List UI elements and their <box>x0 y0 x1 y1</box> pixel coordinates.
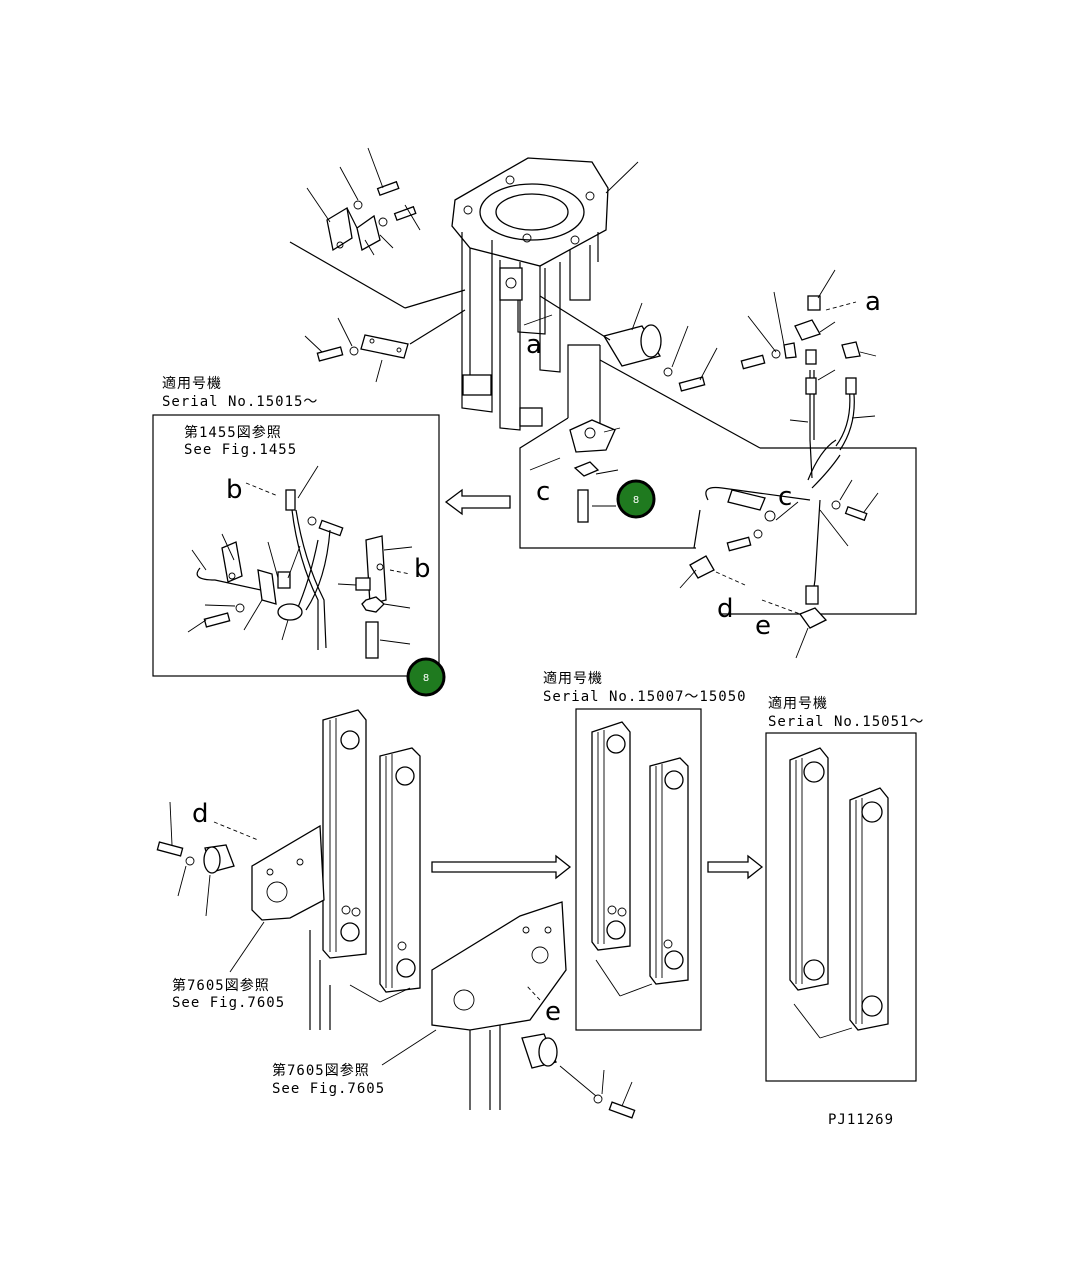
column-frame <box>451 157 609 431</box>
arrow-to-left-box <box>444 488 511 516</box>
serial-b-en: Serial No.15007～15050 <box>543 689 747 705</box>
serial-a-en: Serial No.15015～ <box>162 394 318 410</box>
callout-c-1: c <box>536 477 550 507</box>
hose-fittings: a <box>740 269 881 479</box>
callout-d-2: d <box>192 799 209 829</box>
upper-bracket <box>289 147 466 309</box>
middle-variant-box: 適用号機 Serial No.15007～15050 <box>543 670 764 1031</box>
badge-2: 8 <box>406 657 446 697</box>
ref-1455-jp: 第1455図参照 <box>184 424 282 441</box>
badge-1-text: 8 <box>633 495 639 506</box>
right-variant-box: 適用号機 Serial No.15051～ <box>765 695 924 1082</box>
callout-e-1: e <box>755 611 771 641</box>
ref-7605b-jp: 第7605図参照 <box>272 1062 370 1079</box>
detail-hydraulic: c d e <box>599 359 917 659</box>
callout-c-2: c <box>778 482 792 512</box>
callout-e-2: e <box>545 997 561 1027</box>
serial-a-jp: 適用号機 <box>162 375 222 392</box>
badge-2-text: 8 <box>423 673 429 684</box>
ref-1455-en: See Fig.1455 <box>184 442 297 458</box>
pivot-pin <box>539 295 718 392</box>
ref-7605b-en: See Fig.7605 <box>272 1081 385 1097</box>
small-plate <box>304 309 466 383</box>
callout-d-1: d <box>717 594 734 624</box>
callout-a-1: a <box>526 330 542 360</box>
serial-c-jp: 適用号機 <box>768 695 828 712</box>
arrow-a-1 <box>523 314 553 326</box>
serial-c-en: Serial No.15051～ <box>768 714 924 730</box>
left-detail-box: 適用号機 Serial No.15015～ 第1455図参照 See Fig.1… <box>152 375 440 677</box>
lower-assembly: d 第7605図参照 See Fig.7605 e 第7605図参照 See F… <box>156 709 636 1119</box>
ref-7605a-en: See Fig.7605 <box>172 995 285 1011</box>
frame-leader <box>605 161 639 194</box>
badge-1: 8 <box>616 479 656 519</box>
serial-b-jp: 適用号機 <box>543 670 603 687</box>
callout-a-2: a <box>865 287 881 317</box>
detail-c: c <box>519 344 666 549</box>
drawing-number: PJ11269 <box>828 1112 894 1128</box>
callout-b-2: b <box>414 554 431 584</box>
ref-7605a-jp: 第7605図参照 <box>172 977 270 994</box>
callout-b-1: b <box>226 475 243 505</box>
